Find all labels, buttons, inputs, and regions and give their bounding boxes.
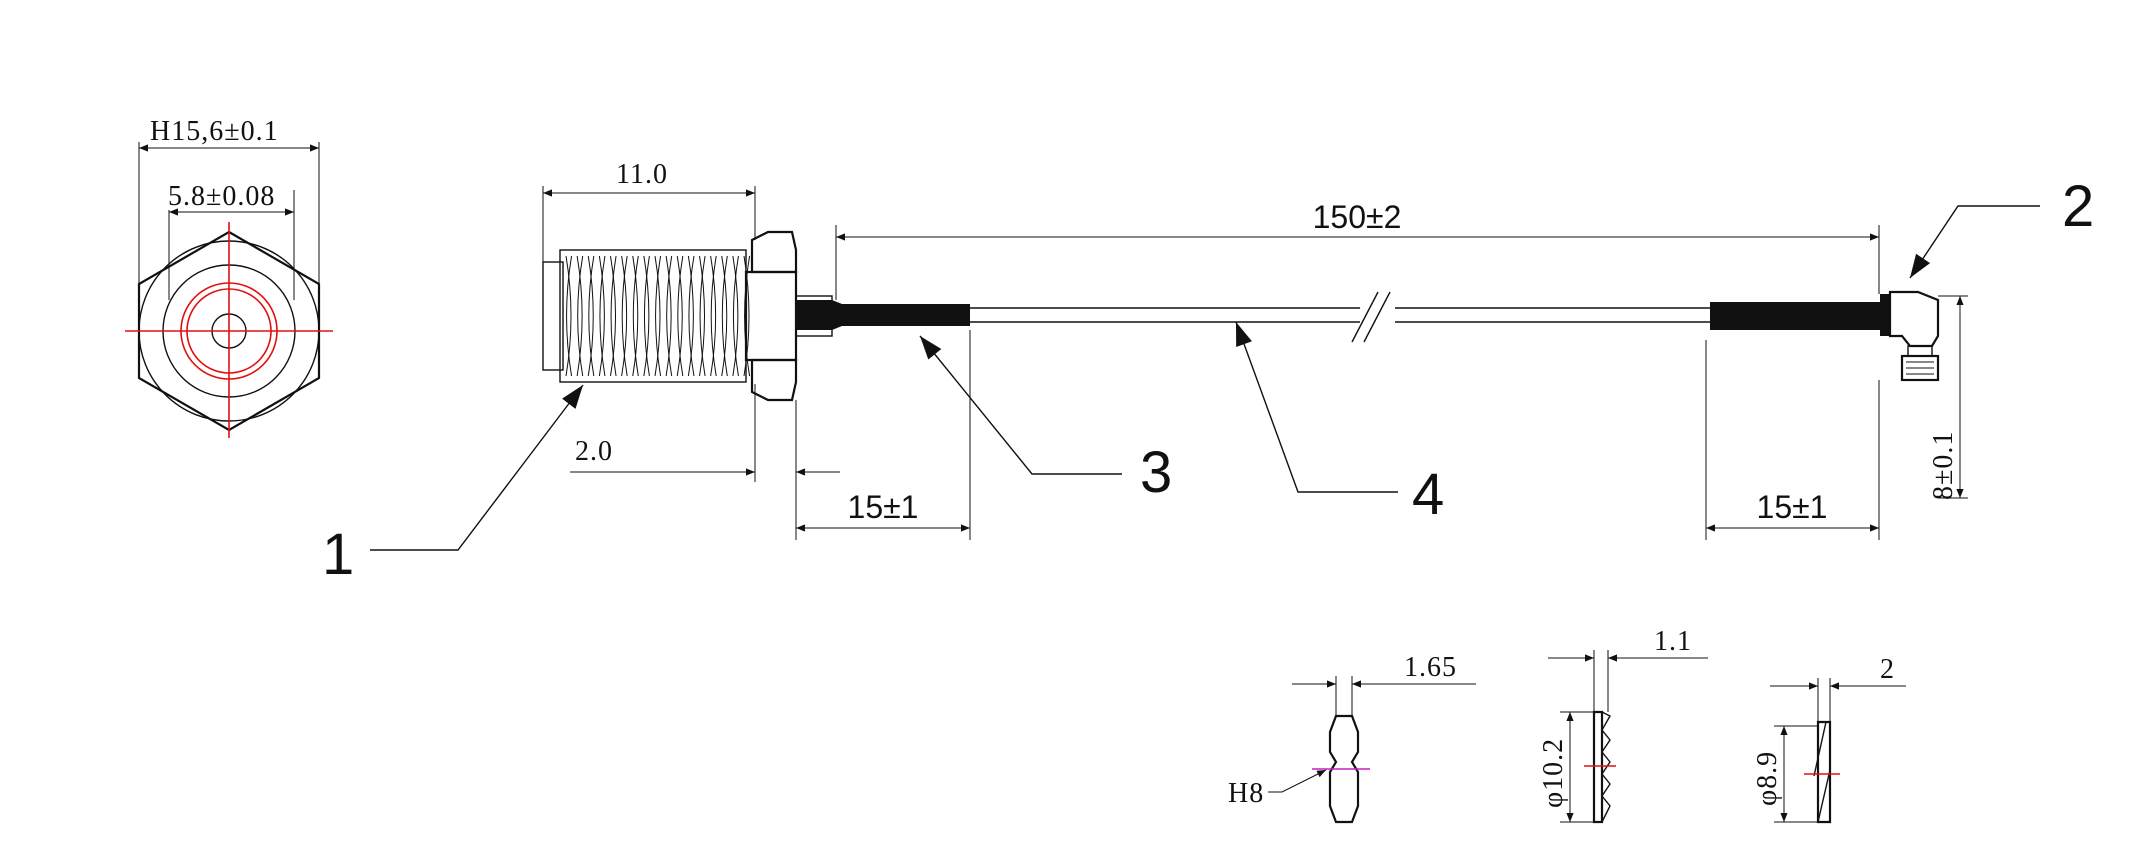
left-sleeve-label: 15±1 bbox=[848, 489, 919, 525]
thread-root bbox=[666, 255, 673, 377]
thread-crest bbox=[610, 255, 617, 377]
lock-washer-teeth bbox=[1601, 711, 1611, 823]
callout-2: 2 bbox=[2062, 174, 2094, 239]
thread-root bbox=[632, 255, 639, 377]
left-sleeve bbox=[796, 300, 970, 330]
washer-slant-top bbox=[1813, 721, 1827, 777]
callout-leader-2 bbox=[1909, 205, 2040, 279]
callout-1: 1 bbox=[322, 522, 354, 587]
thread-crest bbox=[598, 255, 605, 377]
thread-root bbox=[699, 255, 706, 377]
callout-leader-4 bbox=[1235, 321, 1398, 493]
thread-root bbox=[655, 255, 662, 377]
nut-profile bbox=[1328, 714, 1360, 824]
right-connector-neck bbox=[1907, 345, 1933, 357]
cable-assembly: 150±2 15±1 15±1 8±0.1 bbox=[795, 199, 1968, 540]
thread-root bbox=[677, 255, 684, 377]
thread-crest bbox=[721, 255, 728, 377]
thread-crest bbox=[687, 255, 694, 377]
lock-washer-part: 1.1 φ10.2 bbox=[1538, 626, 1708, 824]
callouts: 1 2 3 4 bbox=[322, 174, 2094, 587]
right-connector-plug bbox=[1900, 354, 1940, 382]
washer-thickness-label: 2 bbox=[1880, 654, 1895, 685]
thread-root bbox=[588, 255, 595, 377]
thread-crest bbox=[710, 255, 717, 377]
washer-body bbox=[1816, 720, 1832, 824]
break-mark-left bbox=[1351, 291, 1379, 343]
lock-washer-dia-label: φ10.2 bbox=[1538, 738, 1569, 808]
thread-crest bbox=[587, 255, 594, 377]
length-label: 11.0 bbox=[616, 159, 668, 190]
nut-thickness-label: 1.65 bbox=[1404, 652, 1457, 683]
right-connector-height-label: 8±0.1 bbox=[1928, 431, 1959, 500]
thread-crest bbox=[743, 255, 750, 377]
thread-crest bbox=[699, 255, 706, 377]
thread-root bbox=[643, 255, 650, 377]
callout-leader-3 bbox=[919, 335, 1122, 475]
callout-3: 3 bbox=[1140, 440, 1172, 505]
right-sleeve-label: 15±1 bbox=[1757, 489, 1828, 525]
hex-nut-top bbox=[750, 230, 798, 274]
thread-root bbox=[577, 255, 584, 377]
lock-washer-body bbox=[1592, 710, 1604, 824]
inner-dia-label: 5.8±0.08 bbox=[168, 181, 275, 212]
thread-crest bbox=[576, 255, 583, 377]
thread-root bbox=[610, 255, 617, 377]
total-length-label: 150±2 bbox=[1313, 199, 1402, 235]
nut-thread-label: H8 bbox=[1228, 778, 1264, 809]
hex-nut-bottom bbox=[750, 358, 798, 402]
connector-rear bbox=[542, 261, 564, 371]
right-connector-body bbox=[1888, 290, 1940, 348]
thread-root bbox=[710, 255, 717, 377]
thread-crest bbox=[632, 255, 639, 377]
washer-slant-bottom bbox=[1817, 769, 1831, 823]
thread-crest bbox=[643, 255, 650, 377]
thread-root bbox=[566, 255, 573, 377]
thread-crest bbox=[654, 255, 661, 377]
thread-root bbox=[599, 255, 606, 377]
break-mark-right bbox=[1363, 291, 1391, 343]
thread-crest bbox=[732, 255, 739, 377]
hex-width-label: H15,6±0.1 bbox=[150, 116, 279, 147]
thread-crest bbox=[676, 255, 683, 377]
washer-dia-label: φ8.9 bbox=[1752, 751, 1783, 806]
washer-part: 2 φ8.9 bbox=[1752, 654, 1906, 824]
thread-root bbox=[721, 255, 728, 377]
right-sleeve bbox=[1710, 294, 1890, 336]
nut-part: 1.65 H8 bbox=[1228, 652, 1476, 824]
thread-root bbox=[621, 255, 628, 377]
callout-leader-1 bbox=[370, 384, 584, 551]
hex-nut-middle bbox=[744, 270, 798, 362]
thread-pattern bbox=[565, 255, 751, 377]
thread-root bbox=[732, 255, 739, 377]
thread-crest bbox=[665, 255, 672, 377]
front-view: H15,6±0.1 5.8±0.08 bbox=[125, 116, 333, 438]
flange-label: 2.0 bbox=[575, 436, 613, 467]
threaded-body bbox=[559, 249, 747, 383]
thread-root bbox=[744, 255, 751, 377]
thread-crest bbox=[621, 255, 628, 377]
nut-thread-leader bbox=[1268, 769, 1327, 793]
side-view-connector: 11.0 2.0 bbox=[542, 159, 840, 482]
thread-crest bbox=[565, 255, 572, 377]
lock-washer-thickness-label: 1.1 bbox=[1654, 626, 1692, 657]
thread-root bbox=[688, 255, 695, 377]
callout-4: 4 bbox=[1412, 462, 1444, 527]
